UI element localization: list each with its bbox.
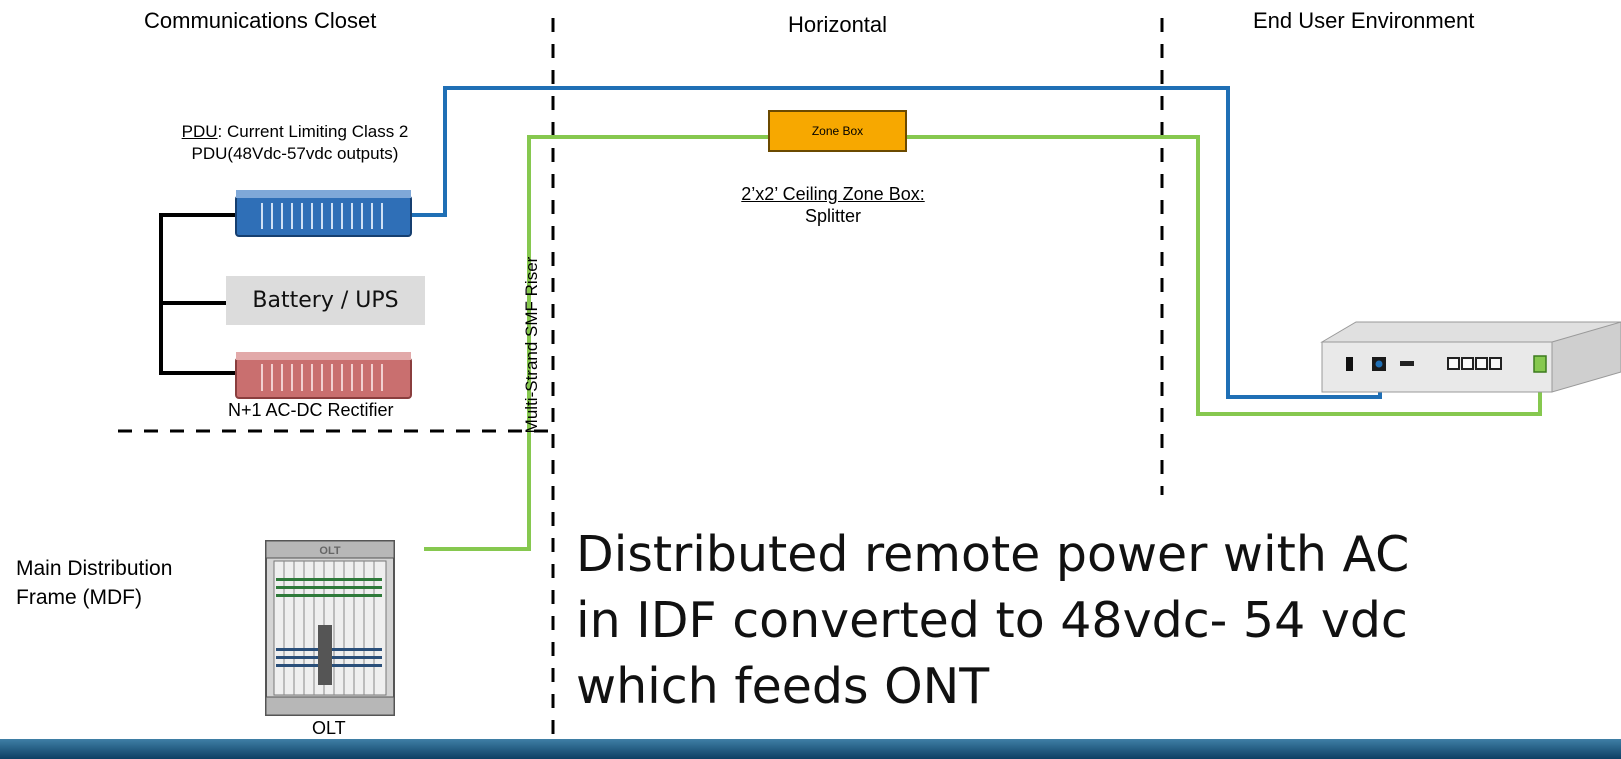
mdf-label: Main Distribution Frame (MDF) [16,554,172,612]
pdu-label-rest: : Current Limiting Class 2 [217,122,409,141]
rectifier-label: N+1 AC-DC Rectifier [228,400,394,420]
headline-line3: which feeds ONT [576,658,990,715]
section-horizontal: Horizontal [788,12,888,37]
riser-label: Multi-Strand SMF Riser [522,256,541,434]
mdf-label-line1: Main Distribution [16,557,173,580]
headline-text: Distributed remote power with AC in IDF … [576,522,1576,720]
power-bracket [159,213,236,375]
zone-box: Zone Box [768,110,907,152]
ont-device [1320,321,1621,393]
bottom-bar [0,739,1621,759]
pdu-label: PDU: Current Limiting Class 2 PDU(48Vdc-… [150,121,440,165]
olt-caption: OLT [312,718,346,738]
fiber-riser [424,135,768,551]
section-end-user-environment: End User Environment [1253,8,1475,33]
section-communications-closet: Communications Closet [144,8,377,33]
battery-ups-box: Battery / UPS [226,276,425,325]
zone-box-caption-line1: 2’x2’ Ceiling Zone Box: [741,184,925,204]
ont-power-switch [1346,357,1353,371]
olt-chassis-label: OLT [319,545,340,557]
pdu-label-acronym: PDU [181,122,218,141]
headline-line1: Distributed remote power with AC [576,526,1410,583]
pdu-unit [235,190,412,237]
power-line [411,86,1382,399]
fiber-drop [907,135,1542,416]
mdf-label-line2: Frame (MDF) [16,586,142,609]
zone-box-caption-line2: Splitter [804,206,862,226]
zone-box-caption: 2’x2’ Ceiling Zone Box: Splitter [688,183,978,227]
pdu-label-line2: PDU(48Vdc-57vdc outputs) [191,144,399,163]
rectifier-unit [235,352,412,399]
olt-chassis: OLT [265,540,395,716]
ont-fiber-port [1533,355,1547,373]
headline-line2: in IDF converted to 48vdc- 54 vdc [576,592,1408,649]
